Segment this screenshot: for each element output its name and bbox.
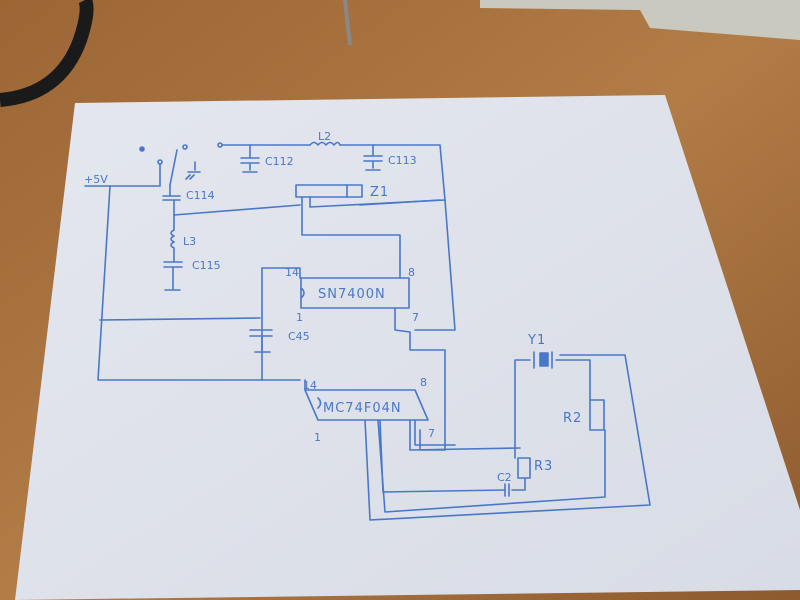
screwdriver-tip xyxy=(343,0,352,46)
label-z1: Z1 xyxy=(370,185,389,200)
label-c114: C114 xyxy=(186,189,215,202)
ic1-pin14: 14 xyxy=(285,266,299,279)
ic1-pin8: 8 xyxy=(408,266,415,279)
label-supply: +5V xyxy=(84,173,108,186)
label-c115: C115 xyxy=(192,259,221,272)
ic2-pin1: 1 xyxy=(314,431,321,444)
ic1-pin7: 7 xyxy=(412,311,419,324)
ic1-label: SN7400N xyxy=(318,287,386,302)
schematic-wires xyxy=(84,141,651,521)
ic2-label: MC74F04N xyxy=(323,401,402,416)
circuit-board-edge xyxy=(480,0,800,40)
black-cable xyxy=(0,0,94,107)
label-c112: C112 xyxy=(265,155,294,168)
paper-sheet xyxy=(15,95,800,600)
ic1-pin1: 1 xyxy=(296,311,303,324)
label-l2: L2 xyxy=(318,130,331,143)
label-c45: C45 xyxy=(288,330,310,343)
ic2-pin7: 7 xyxy=(428,427,435,440)
label-r2: R2 xyxy=(563,411,582,426)
label-c113: C113 xyxy=(388,154,417,167)
label-y1: Y1 xyxy=(527,333,546,348)
label-c2: C2 xyxy=(497,471,512,484)
schematic-labels: +5V L2 C112 C113 C114 L3 C115 Z1 SN7400N… xyxy=(84,130,582,484)
ic2-pin8: 8 xyxy=(420,376,427,389)
label-r3: R3 xyxy=(534,459,553,474)
ic2-pin14: 14 xyxy=(303,379,317,392)
label-l3: L3 xyxy=(183,235,196,248)
